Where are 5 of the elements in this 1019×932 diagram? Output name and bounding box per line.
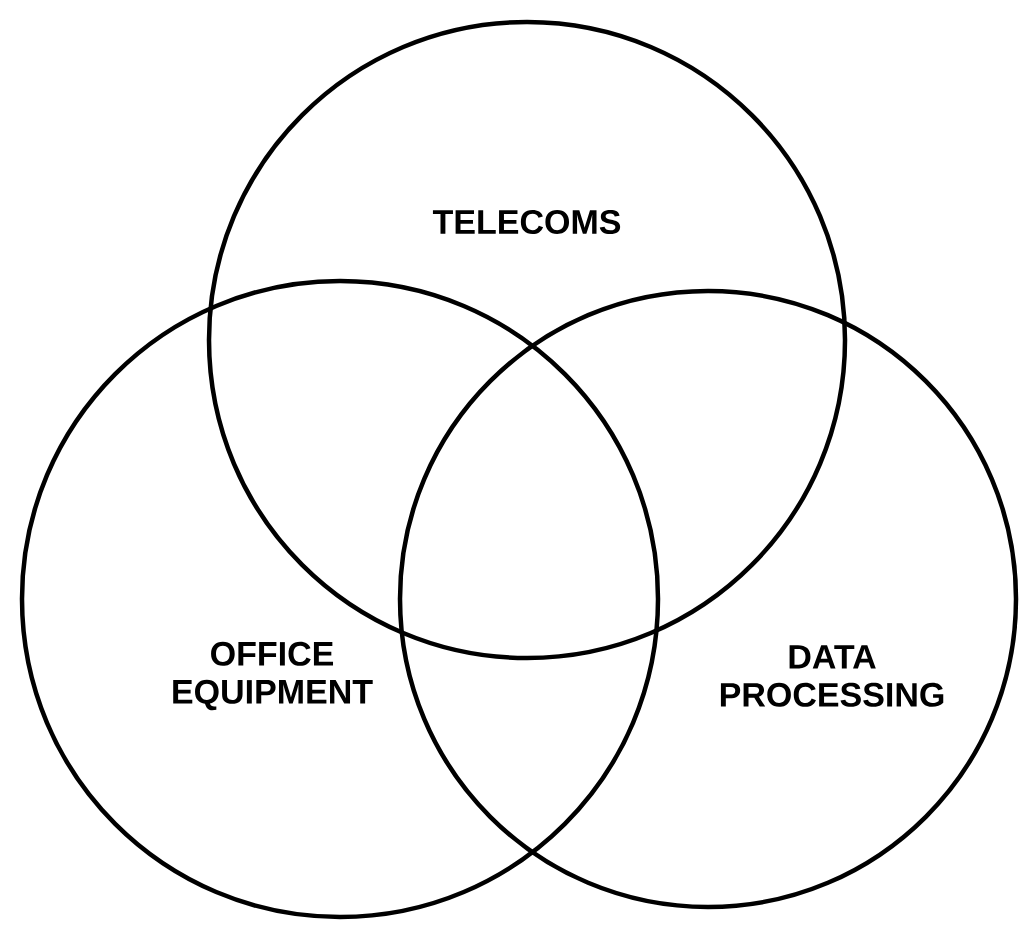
venn-circle [19,278,661,920]
circle-label: TELECOMS [432,209,621,235]
circle-label: OFFICE EQUIPMENT [173,641,373,711]
venn-circle [397,288,1019,910]
circle-label: DATA PROCESSING [720,645,944,707]
